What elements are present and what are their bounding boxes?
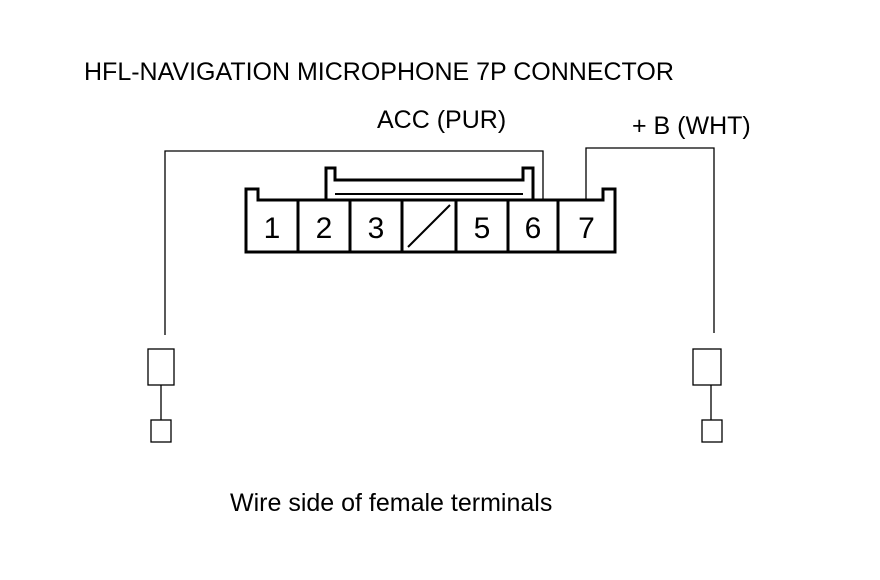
pin-number-6: 6 xyxy=(525,212,542,245)
pin-labels: 1 2 3 5 6 7 xyxy=(264,212,595,245)
pin-number-2: 2 xyxy=(316,212,333,245)
connector-housing xyxy=(244,166,617,254)
pin-number-3: 3 xyxy=(368,212,385,245)
b-wire xyxy=(585,147,715,333)
acc-wire xyxy=(164,150,544,335)
left-terminal-large xyxy=(147,348,175,386)
pin-number-7: 7 xyxy=(578,212,595,245)
right-terminal-small xyxy=(701,419,723,443)
connector-lock-bar xyxy=(324,166,535,200)
pin-number-5: 5 xyxy=(474,212,491,245)
page-title: HFL-NAVIGATION MICROPHONE 7P CONNECTOR xyxy=(84,58,674,86)
left-terminal-small xyxy=(150,419,172,443)
empty-cavity-slash xyxy=(407,204,451,248)
acc-wire-label: ACC (PUR) xyxy=(377,106,507,134)
b-wire-label: + B (WHT) xyxy=(632,112,751,140)
footer-caption: Wire side of female terminals xyxy=(230,489,553,517)
right-terminal-large xyxy=(692,348,722,386)
pin-number-1: 1 xyxy=(264,212,281,245)
